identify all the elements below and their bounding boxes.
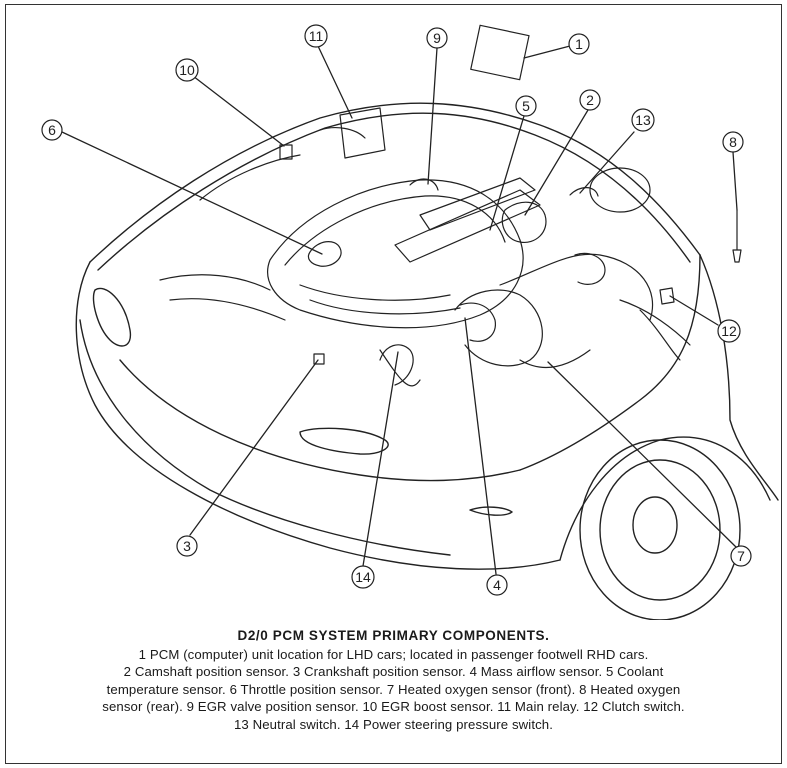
callout-label-9: 9 [433,30,441,46]
right-fender [699,254,779,501]
callout-9: 9 [426,27,448,49]
leader-3 [189,359,319,536]
leader-9 [427,47,438,185]
callout-label-11: 11 [309,28,324,44]
callouts: 1 2 3 4 5 6 7 8 9 10 11 12 13 14 [41,24,752,596]
callout-12: 12 [717,319,741,343]
cam-sensor-housing [501,201,547,243]
caption-line-4: sensor (rear). 9 EGR valve position sens… [102,699,685,715]
wheel-hub [632,496,678,554]
leader-12 [669,295,719,326]
neutral-switch [569,187,599,197]
cam-cover [394,189,541,263]
leader-11 [317,45,353,119]
leader-5 [489,115,525,231]
leader-8 [732,151,738,211]
callout-label-14: 14 [355,569,371,585]
hood-edge [89,102,701,263]
callout-5: 5 [515,95,537,117]
callout-label-12: 12 [721,323,737,339]
front-wheel [579,439,741,620]
leader-lines [61,45,738,575]
callout-label-6: 6 [48,122,56,138]
callout-label-7: 7 [737,548,745,564]
grille-slot [469,506,513,516]
clutch-switch [659,287,675,305]
caption-line-3: temperature sensor. 6 Throttle position … [106,681,681,697]
crank-sensor [313,353,325,365]
front-nose [75,261,561,570]
caption-title: D2/0 PCM SYSTEM PRIMARY COMPONENTS. [237,628,550,643]
air-intake [454,289,543,367]
leader-13 [579,131,635,194]
callout-8: 8 [722,131,744,153]
callout-13: 13 [631,108,655,132]
callout-label-10: 10 [179,62,195,78]
callout-label-4: 4 [493,577,501,593]
throttle-body [307,241,342,267]
caption-line-2: 2 Camshaft position sensor. 3 Crankshaft… [123,664,664,680]
caption-line-1: 1 PCM (computer) unit location for LHD c… [138,646,649,662]
diagram-frame [5,4,782,764]
cylinder-head [267,179,524,329]
main-relay-box [339,107,386,159]
reservoir [589,167,651,213]
callout-4: 4 [486,574,508,596]
caption-line-5: 13 Neutral switch. 14 Power steering pre… [233,716,553,732]
callout-label-1: 1 [575,36,583,52]
leader-2 [524,109,589,216]
rear-oxygen-sensor [732,209,742,263]
callout-label-2: 2 [586,92,594,108]
callout-label-13: 13 [635,112,651,128]
egr-boost-sensor [279,144,293,160]
power-steering-switch [379,344,414,386]
front-lamp-left [92,287,132,347]
leader-10 [192,75,285,147]
leader-1 [523,45,571,59]
callout-2: 2 [579,89,601,111]
callout-11: 11 [304,24,328,48]
callout-6: 6 [41,119,63,141]
leader-4 [464,317,497,575]
leader-14 [362,351,399,567]
figure-caption: D2/0 PCM SYSTEM PRIMARY COMPONENTS. 1 PC… [8,627,779,734]
firewall [199,154,301,201]
callout-1: 1 [568,33,590,55]
callout-label-5: 5 [522,98,530,114]
front-lamp-right [299,427,389,455]
leader-7 [547,361,738,549]
engine-bay-illustration: 1 2 3 4 5 6 7 8 9 10 11 12 13 14 [41,24,779,620]
callout-3: 3 [176,535,198,557]
callout-label-8: 8 [729,134,737,150]
callout-label-3: 3 [183,538,191,554]
leader-6 [61,131,323,255]
pcm-unit [470,24,530,81]
callout-14: 14 [351,565,375,589]
engine [159,24,742,387]
callout-10: 10 [175,58,199,82]
wheel-arch [559,436,771,561]
callout-7: 7 [730,545,752,567]
